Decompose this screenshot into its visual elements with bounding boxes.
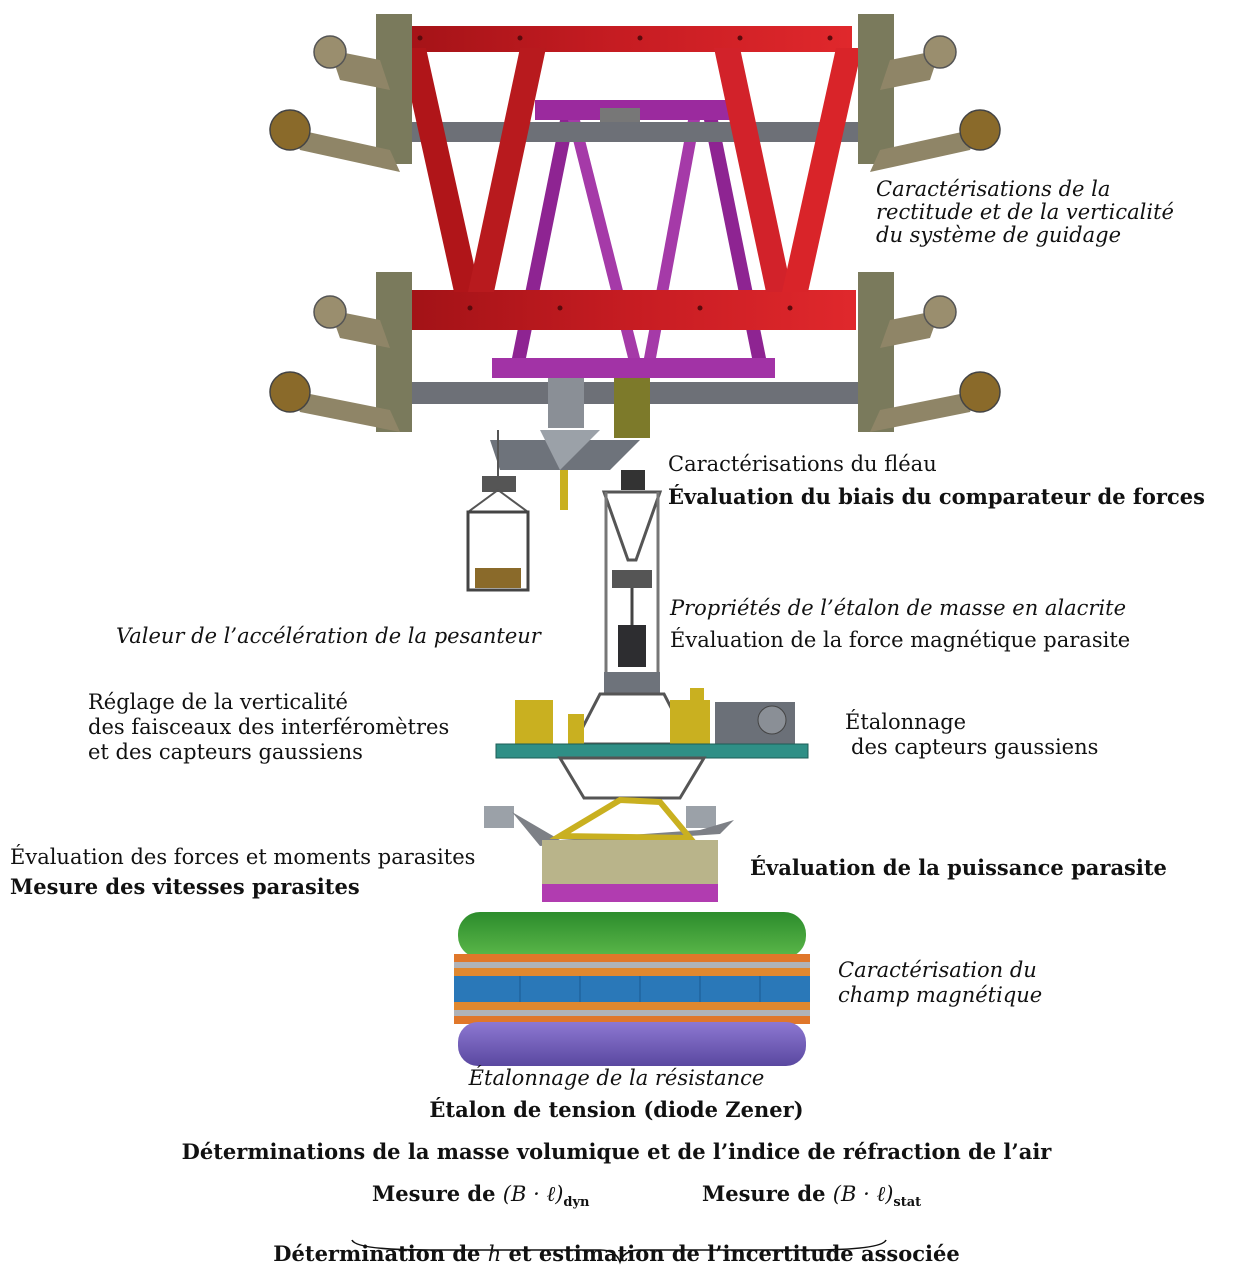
label-final: Détermination de h et estimation de l’in…: [0, 1241, 1233, 1267]
label-bl-stat: Mesure de (B · ℓ)stat: [702, 1182, 921, 1215]
left-guide-arms: [269, 14, 412, 432]
label-forces-moments: Évaluation des forces et moments parasit…: [10, 845, 476, 869]
label-verticalite-line-1: Réglage de la verticalité: [88, 690, 348, 714]
label-bl-stat-expr: (B · ℓ): [832, 1182, 894, 1206]
label-biais: Évaluation du biais du comparateur de fo…: [668, 484, 1205, 509]
label-champ-line-2: champ magnétique: [838, 983, 1043, 1007]
label-champ-line-1: Caractérisation du: [838, 958, 1037, 982]
label-bl-dyn-sub: dyn: [563, 1195, 590, 1211]
label-guidage: Caractérisations de la rectitude et de l…: [876, 178, 1174, 247]
guiding-system-frame: [386, 26, 862, 404]
label-bl-stat-sub: stat: [893, 1195, 922, 1211]
label-final-var: h: [487, 1242, 502, 1266]
underbrace: [351, 1239, 887, 1265]
label-etalonnage-capteurs: Étalonnage des capteurs gaussiens: [845, 710, 1098, 760]
label-tension: Étalon de tension (diode Zener): [429, 1097, 804, 1122]
balance-beam-assembly: [466, 378, 650, 592]
label-air: Déterminations de la masse volumique et …: [181, 1139, 1052, 1164]
label-vitesses: Mesure des vitesses parasites: [10, 874, 360, 899]
label-bl-stat-prefix: Mesure de: [702, 1181, 833, 1206]
label-verticalite-line-3: et des capteurs gaussiens: [88, 740, 363, 764]
label-guidage-line-2: rectitude et de la verticalité: [876, 200, 1174, 224]
label-bl-dyn-prefix: Mesure de: [372, 1181, 503, 1206]
label-puissance: Évaluation de la puissance parasite: [750, 855, 1167, 880]
right-guide-arms: [858, 14, 1001, 432]
label-champ: Caractérisation du champ magnétique: [838, 958, 1042, 1008]
mass-suspension-column: [601, 470, 663, 694]
label-verticalite: Réglage de la verticalité des faisceaux …: [88, 690, 449, 765]
label-force-magnetique: Évaluation de la force magnétique parasi…: [670, 628, 1131, 652]
label-final-after: et estimation de l’incertitude associée: [501, 1241, 960, 1266]
label-resistance: Étalonnage de la résistance: [468, 1066, 765, 1090]
label-bl-dyn: Mesure de (B · ℓ)dyn: [372, 1182, 590, 1215]
magnet: [454, 912, 810, 1066]
label-etalonnage-capteurs-line-1: Étalonnage: [845, 710, 967, 734]
interferometers: [515, 688, 710, 744]
optical-table: [495, 688, 809, 800]
label-pesanteur: Valeur de l’accélération de la pesanteur: [116, 624, 541, 648]
label-guidage-line-3: du système de guidage: [876, 223, 1122, 247]
label-verticalite-line-2: des faisceaux des interféromètres: [88, 715, 450, 739]
label-etalonnage-capteurs-line-2: des capteurs gaussiens: [851, 735, 1099, 759]
label-etalon-masse: Propriétés de l’étalon de masse en alacr…: [670, 596, 1127, 620]
label-bl-dyn-expr: (B · ℓ): [502, 1182, 564, 1206]
coil-support: [484, 796, 734, 902]
label-final-before: Détermination de: [273, 1241, 488, 1266]
label-fleau: Caractérisations du fléau: [668, 452, 937, 476]
label-guidage-line-1: Caractérisations de la: [876, 177, 1111, 201]
